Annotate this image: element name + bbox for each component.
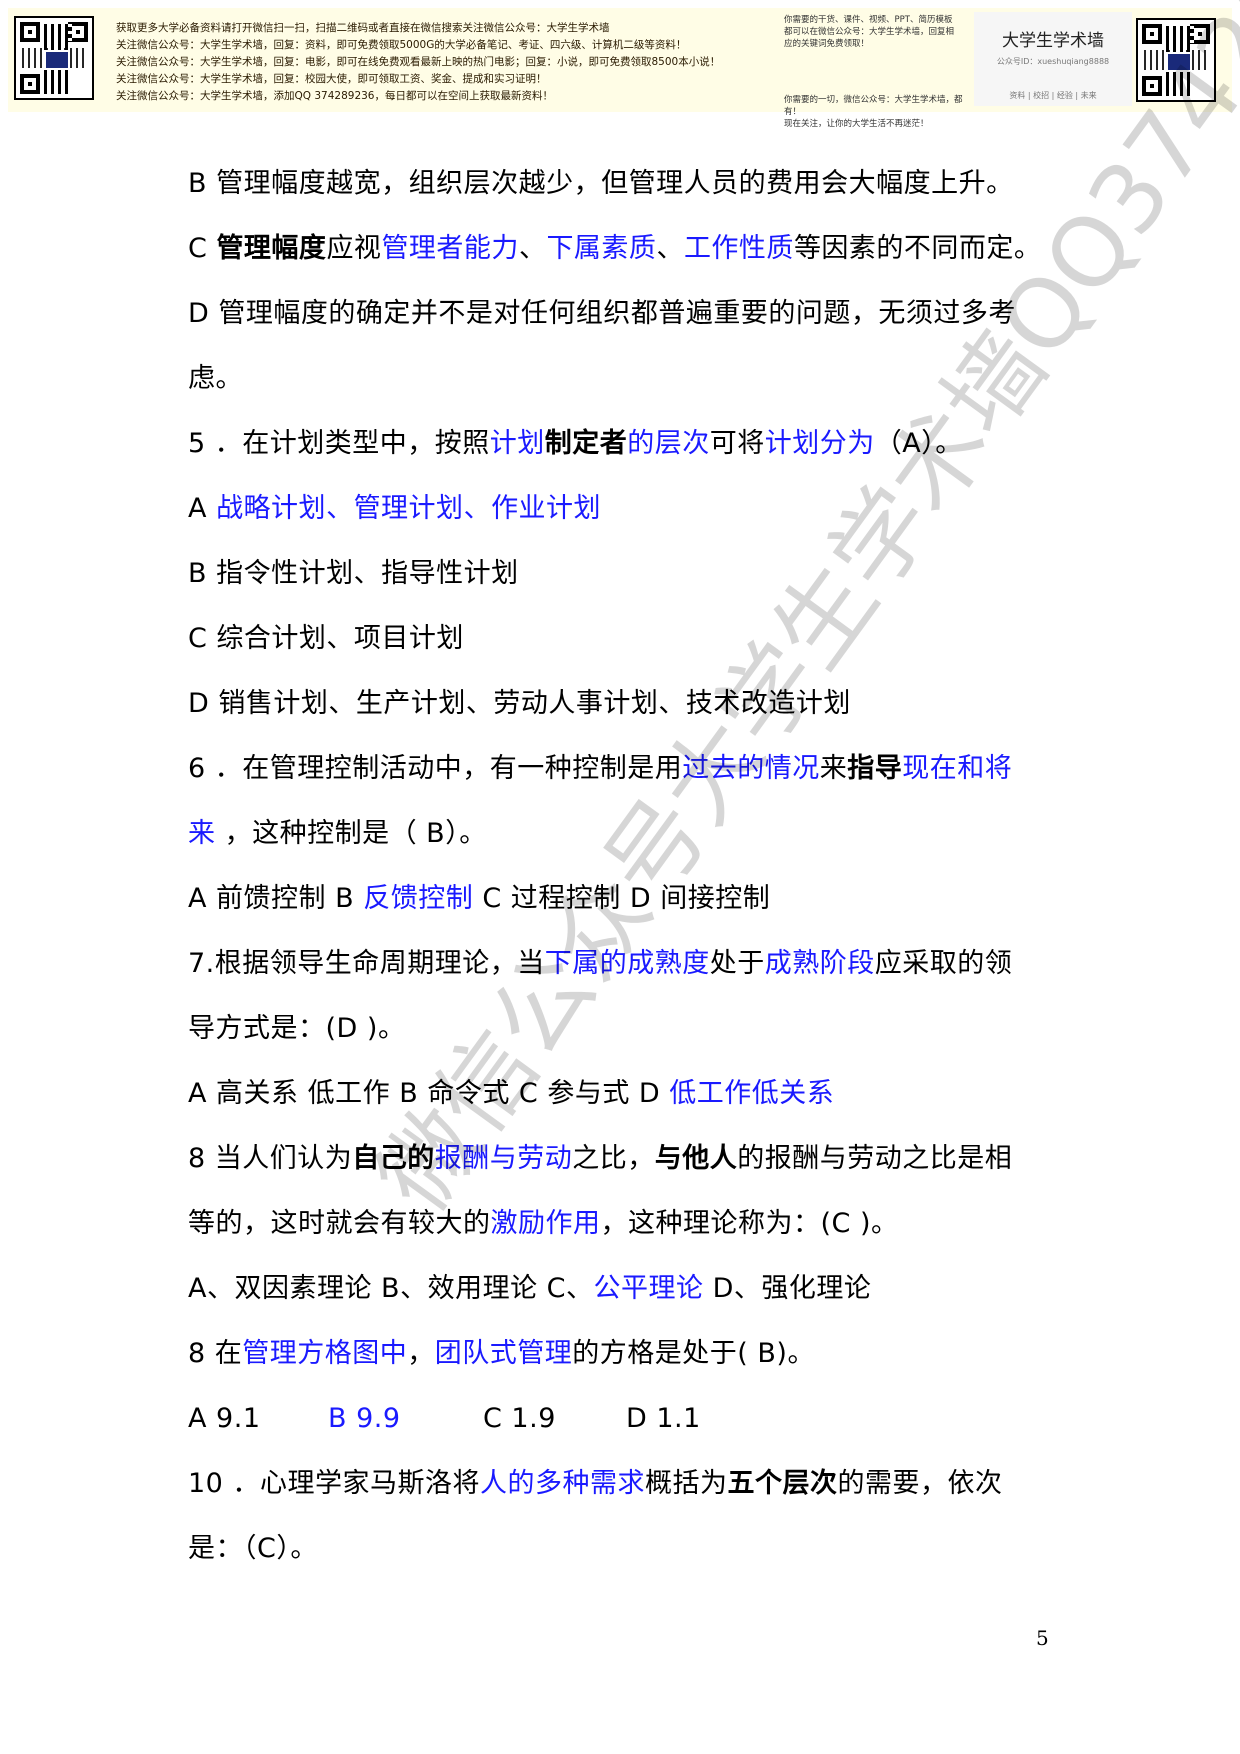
q5-option-b: B 指令性计划、指导性计划 <box>188 558 519 589</box>
banner-line: 关注微信公众号：大学生学术墙，回复：校园大使，即可领取工资、奖金、提成和实习证明… <box>116 73 547 85</box>
header-banner: 获取更多大学必备资料请打开微信扫一扫，扫描二维码或者直接在微信搜索关注微信公众号… <box>8 8 1232 129</box>
side-line: 都可以在微信公众号：大学生学术墙，回复相 <box>784 27 955 37</box>
q4-option-d-line2: 虑。 <box>188 363 243 394</box>
brand-nav: 资料 | 校招 | 经验 | 未来 <box>1009 91 1097 100</box>
question-8-line1: 8 当人们认为自己的报酬与劳动之比，与他人的报酬与劳动之比是相 <box>188 1143 1013 1174</box>
banner-line: 关注微信公众号：大学生学术墙，回复：资料，即可免费领取5000G的大学必备笔记、… <box>116 39 687 51</box>
q5-option-c: C 综合计划、项目计划 <box>188 623 464 654</box>
brand-id: 公众号ID：xueshuqiang8888 <box>996 57 1110 66</box>
side-line: 现在关注，让你的大学生活不再迷茫！ <box>784 119 929 129</box>
banner-line: 关注微信公众号：大学生学术墙，回复：电影，即可在线免费观看最新上映的热门电影；回… <box>116 56 721 68</box>
q5-option-d: D 销售计划、生产计划、劳动人事计划、技术改造计划 <box>188 688 851 719</box>
q9-option-d: D 1.1 <box>626 1403 701 1434</box>
question-7-line1: 7.根据领导生命周期理论，当下属的成熟度处于成熟阶段应采取的领 <box>188 948 1013 979</box>
q4-option-b: B 管理幅度越宽，组织层次越少，但管理人员的费用会大幅度上升。 <box>188 168 1014 199</box>
question-9: 8 在管理方格图中，团队式管理的方格是处于( B)。 <box>188 1338 815 1369</box>
q4-option-c: C 管理幅度应视管理者能力、下属素质、工作性质等因素的不同而定。 <box>188 233 1042 264</box>
q9-option-b: B 9.9 <box>328 1403 401 1434</box>
side-line: 你需要的干货、课件、视频、PPT、简历模板 <box>784 15 953 25</box>
side-line: 你需要的一切，微信公众号：大学生学术墙，都有！ <box>784 95 963 117</box>
q9-option-c: C 1.9 <box>483 1403 556 1434</box>
question-7-line2: 导方式是：(D )。 <box>188 1013 406 1044</box>
side-line: 应的关键词免费领取！ <box>784 39 870 49</box>
page-number: 5 <box>1036 1626 1049 1650</box>
q9-option-a: A 9.1 <box>188 1403 261 1434</box>
banner-promo-text: 获取更多大学必备资料请打开微信扫一扫，扫描二维码或者直接在微信搜索关注微信公众号… <box>116 20 766 105</box>
banner-line: 获取更多大学必备资料请打开微信扫一扫，扫描二维码或者直接在微信搜索关注微信公众号… <box>116 22 610 34</box>
qr-code-right <box>1136 18 1216 102</box>
banner-line: 关注微信公众号：大学生学术墙，添加QQ 374289236，每日都可以在空间上获… <box>116 90 553 102</box>
qr-code-left <box>14 16 94 100</box>
question-10-line2: 是：（C）。 <box>188 1533 318 1564</box>
brand-card: 大学生学术墙 公众号ID：xueshuqiang8888 资料 | 校招 | 经… <box>974 12 1132 106</box>
q7-options: A 高关系 低工作 B 命令式 C 参与式 D 低工作低关系 <box>188 1078 835 1109</box>
q6-options: A 前馈控制 B 反馈控制 C 过程控制 D 间接控制 <box>188 883 771 914</box>
question-10-line1: 10 ．心理学家马斯洛将人的多种需求概括为五个层次的需要，依次 <box>188 1468 1003 1499</box>
q8-options: A、双因素理论 B、效用理论 C、公平理论 D、强化理论 <box>188 1273 872 1304</box>
question-5: 5 ．在计划类型中，按照计划制定者的层次可将计划分为（A）。 <box>188 428 963 459</box>
q4-option-d-line1: D 管理幅度的确定并不是对任何组织都普遍重要的问题，无须过多考 <box>188 298 1016 329</box>
brand-title: 大学生学术墙 <box>1002 31 1104 51</box>
question-8-line2: 等的，这时就会有较大的激励作用，这种理论称为：(C )。 <box>188 1208 899 1239</box>
question-6-line1: 6 ．在管理控制活动中，有一种控制是用过去的情况来指导现在和将 <box>188 753 1013 784</box>
question-6-line2: 来 ，这种控制是（ B）。 <box>188 818 487 849</box>
q5-option-a: A 战略计划、管理计划、作业计划 <box>188 493 602 524</box>
q9-options: A 9.1 B 9.9 C 1.9 D 1.1 <box>188 1401 701 1437</box>
banner-side-text: 你需要的干货、课件、视频、PPT、简历模板 都可以在微信公众号：大学生学术墙，回… <box>784 14 974 130</box>
